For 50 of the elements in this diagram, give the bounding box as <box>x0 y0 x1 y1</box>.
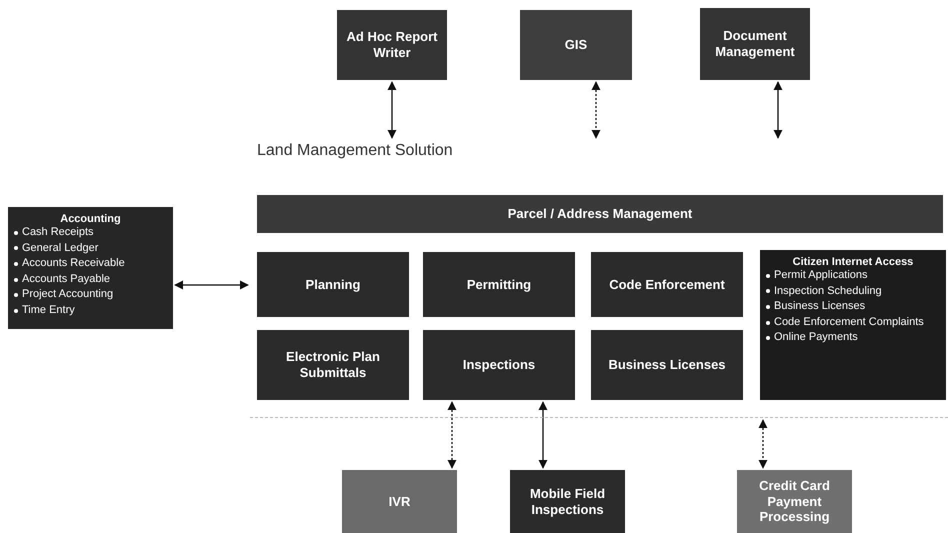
module-box <box>257 252 409 317</box>
module-box <box>257 330 409 400</box>
module-list-box <box>760 250 946 400</box>
module-box <box>591 252 743 317</box>
module-box <box>510 470 625 533</box>
box-label: Planning <box>304 276 362 292</box>
box-label: IVR <box>388 494 412 510</box>
module-box <box>591 330 743 400</box>
box-label: Inspections <box>462 357 536 373</box>
module-box <box>700 8 810 80</box>
arrow <box>538 401 548 469</box>
module-box <box>423 330 575 400</box>
list-item: Online Payments <box>774 330 858 346</box>
list-item: Business Licenses <box>774 299 866 314</box>
arrow <box>773 81 783 139</box>
module-box <box>342 470 457 533</box>
box-label: Electronic Plan Submittals <box>285 349 381 381</box>
arrow <box>591 81 601 139</box>
list-item: Accounts Payable <box>22 272 110 287</box>
box-label: Credit Card Payment Processing <box>758 478 831 525</box>
module-box <box>520 10 632 80</box>
list-item: Time Entry <box>22 303 75 318</box>
list-item: General Ledger <box>22 240 98 256</box>
system-region <box>250 140 948 418</box>
box-heading: Accounting <box>60 213 121 225</box>
arrow <box>174 280 249 290</box>
arrow <box>758 419 768 469</box>
arrow <box>387 81 397 139</box>
list-item: Inspection Scheduling <box>774 284 882 299</box>
module-box <box>423 252 575 317</box>
box-label: Code Enforcement <box>608 276 726 292</box>
list-item: Project Accounting <box>22 287 114 302</box>
section-heading: Land Management Solution <box>257 142 453 160</box>
arrow <box>447 401 457 469</box>
module-box <box>337 10 447 80</box>
box-label: Business Licenses <box>607 357 727 373</box>
box-label: Permitting <box>466 276 532 292</box>
box-label: Mobile Field Inspections <box>528 486 606 518</box>
module-list-box <box>8 207 173 329</box>
box-label: Parcel / Address Management <box>506 206 694 222</box>
module-box <box>257 195 943 233</box>
list-item: Code Enforcement Complaints <box>774 314 924 330</box>
box-label: GIS <box>564 37 588 53</box>
list-item: Cash Receipts <box>22 225 94 240</box>
module-box <box>737 470 852 533</box>
box-heading: Citizen Internet Access <box>792 256 914 268</box>
box-label: Ad Hoc Report Writer <box>346 29 438 61</box>
list-item: Accounts Receivable <box>22 256 125 272</box>
list-item: Permit Applications <box>774 268 868 283</box>
box-label: Document Management <box>714 28 796 60</box>
